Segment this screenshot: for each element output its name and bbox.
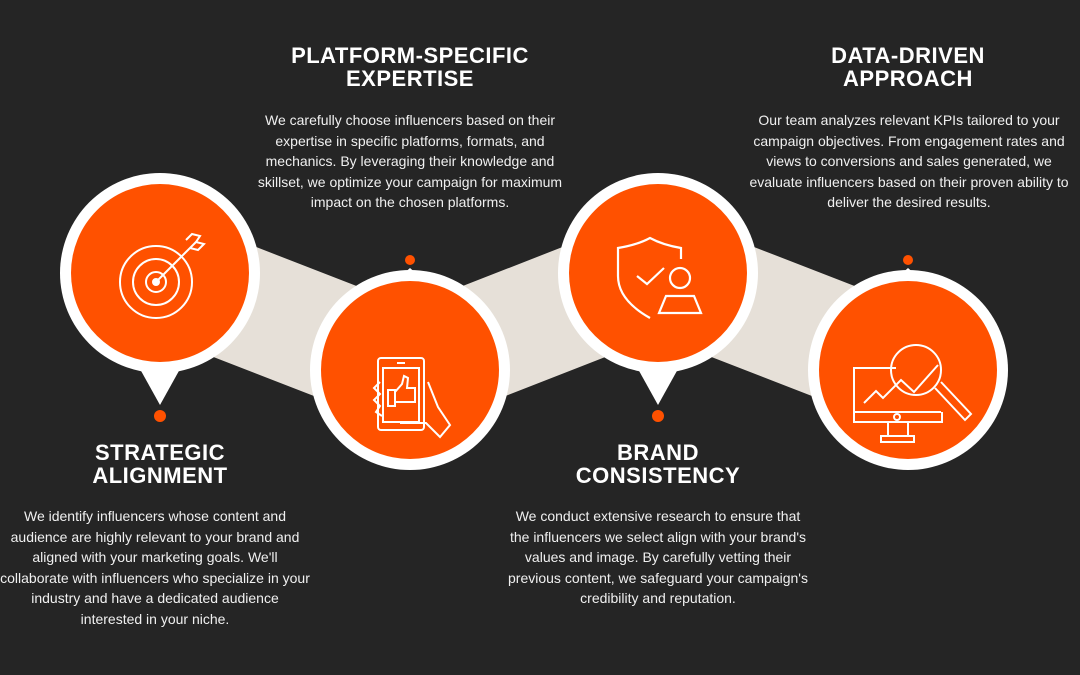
- step-4-marker: [808, 255, 1008, 470]
- step-4-description: Our team analyzes relevant KPIs tailored…: [749, 112, 1069, 210]
- step-3-description: We conduct extensive research to ensure …: [508, 508, 808, 606]
- step-3-dot: [652, 410, 664, 422]
- step-3-title-line2: CONSISTENCY: [575, 463, 741, 488]
- step-4-dot: [903, 255, 913, 265]
- step-4-title-line1: DATA-DRIVEN: [831, 43, 985, 68]
- step-1-dot: [154, 410, 166, 422]
- step-1-title-line1: STRATEGIC: [95, 440, 225, 465]
- step-2-description: We carefully choose influencers based on…: [257, 112, 563, 210]
- step-1-marker: [60, 173, 260, 422]
- step-1-title: STRATEGIC ALIGNMENT: [0, 441, 320, 487]
- step-2-marker: [310, 255, 510, 470]
- step-2-title-line1: PLATFORM-SPECIFIC: [291, 43, 529, 68]
- step-4-title: DATA-DRIVEN APPROACH: [748, 44, 1068, 90]
- step-2-title-line2: EXPERTISE: [346, 66, 474, 91]
- step-3-marker: [558, 173, 758, 422]
- step-3-title-line1: BRAND: [617, 440, 699, 465]
- step-1-title-line2: ALIGNMENT: [92, 463, 228, 488]
- step-4-title-line2: APPROACH: [843, 66, 973, 91]
- monitor-analytics-icon: [853, 344, 973, 443]
- step-1-description: We identify influencers whose content an…: [0, 508, 310, 627]
- step-3-title: BRAND CONSISTENCY: [498, 441, 818, 487]
- step-2-dot: [405, 255, 415, 265]
- connector-band: [138, 217, 930, 426]
- shield-check-user-icon: [616, 236, 703, 319]
- target-arrow-icon: [119, 232, 206, 319]
- step-2-title: PLATFORM-SPECIFIC EXPERTISE: [250, 44, 570, 90]
- phone-thumbs-up-icon: [372, 357, 452, 439]
